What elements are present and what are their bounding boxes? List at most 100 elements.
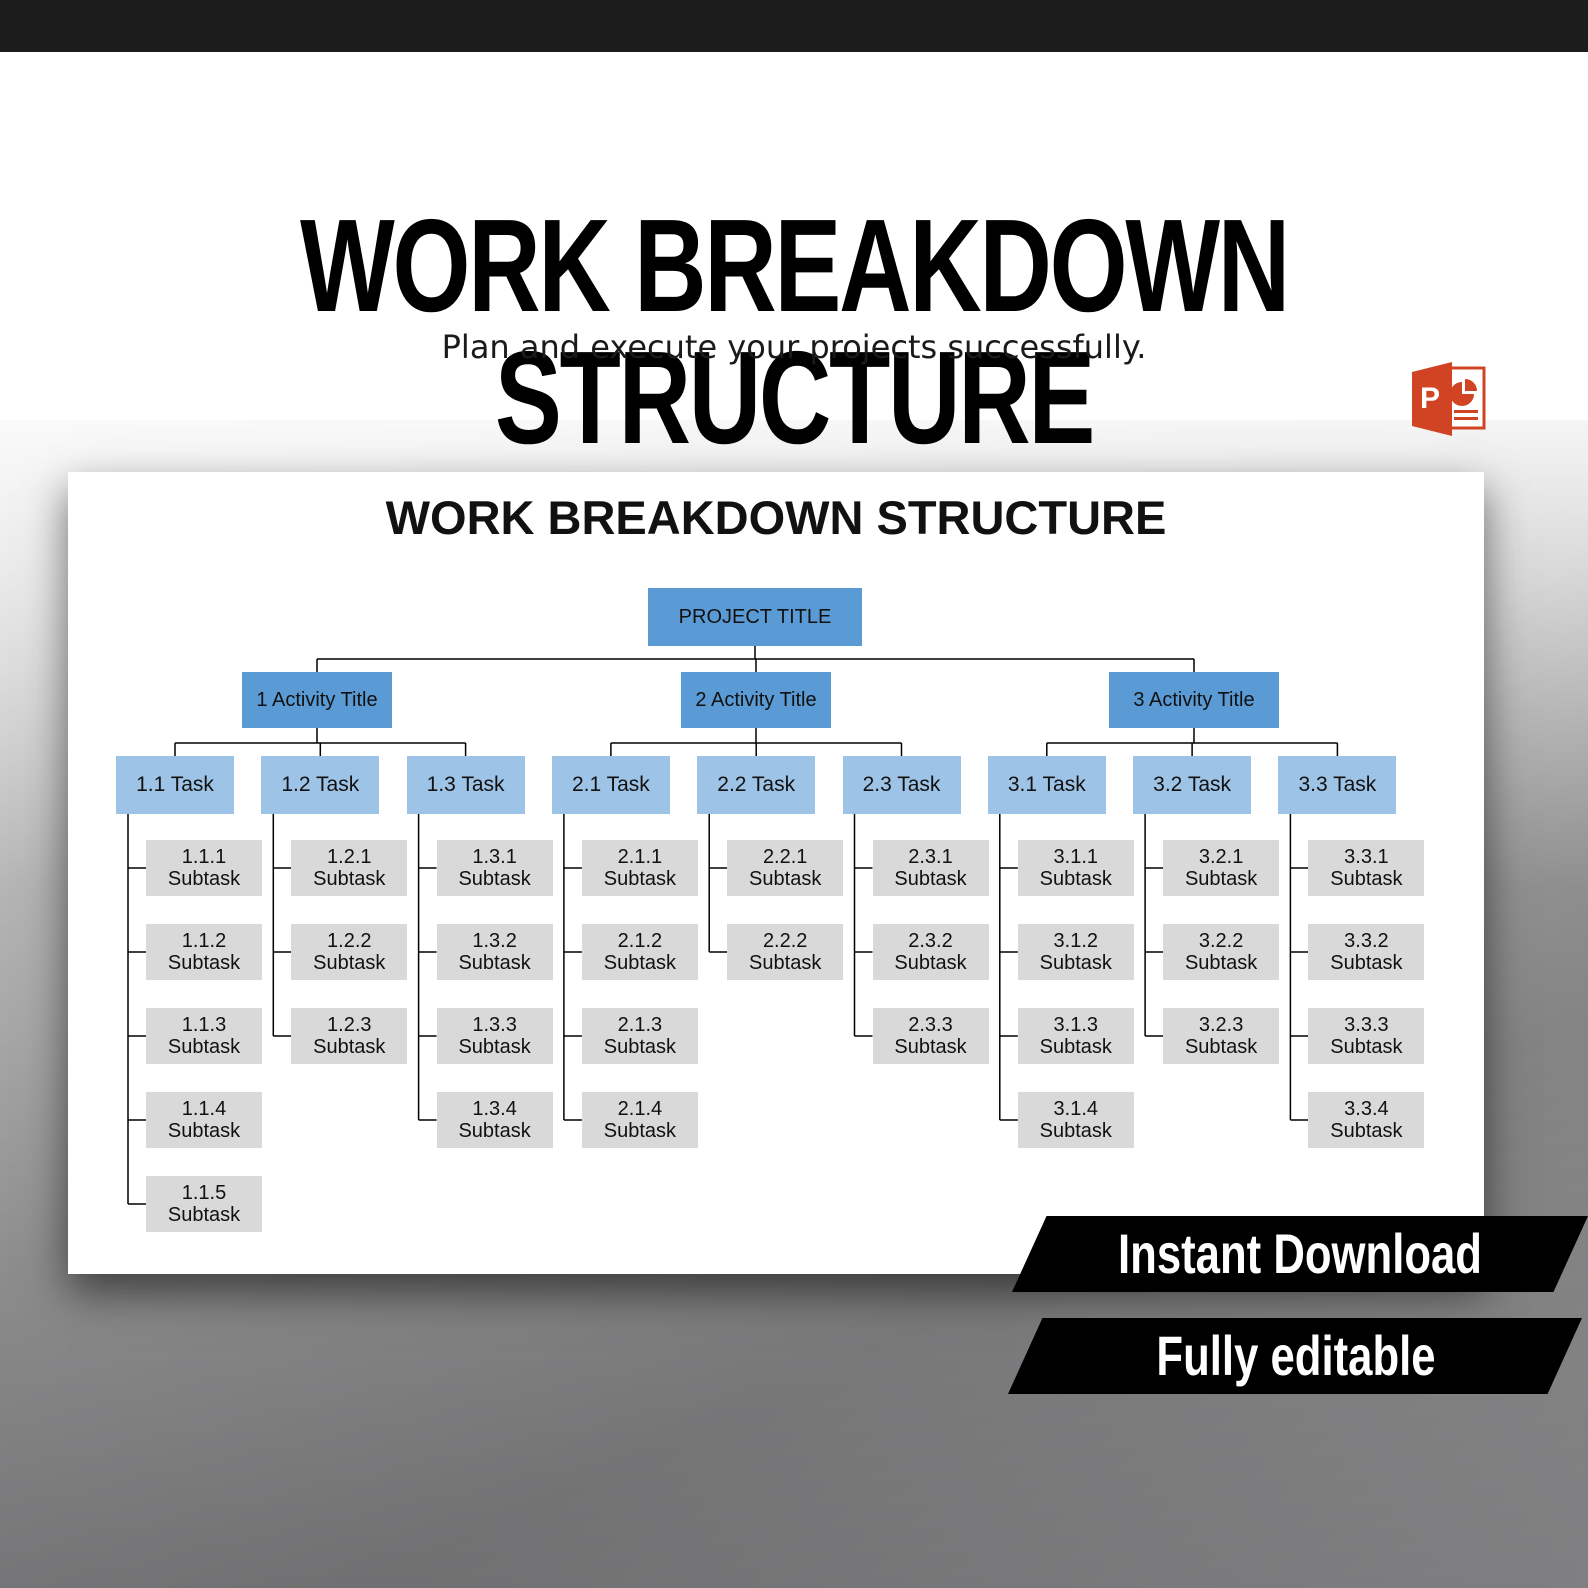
instant-download-label: Instant Download bbox=[1118, 1222, 1482, 1285]
subtask-number: 1.3.2 bbox=[472, 930, 517, 952]
subtask-label: Subtask bbox=[749, 952, 822, 974]
subtask-label: Subtask bbox=[1184, 868, 1258, 890]
subtask-number: 1.1.3 bbox=[181, 1014, 227, 1036]
subtask-number: 2.2.2 bbox=[762, 930, 808, 952]
subtask-label: Subtask bbox=[603, 952, 677, 974]
subtask-number: 3.2.1 bbox=[1198, 846, 1244, 868]
subtask-number: 3.1.1 bbox=[1053, 846, 1099, 868]
subtask-label: Subtask bbox=[313, 868, 386, 890]
task-box: 3.2 Task bbox=[1133, 756, 1252, 814]
subtask-number: 3.3.2 bbox=[1344, 930, 1389, 952]
subtask-number: 2.3.1 bbox=[908, 846, 953, 868]
subtask-label: Subtask bbox=[1039, 952, 1112, 974]
subtask-number: 3.3.3 bbox=[1344, 1014, 1389, 1036]
subtask-label: Subtask bbox=[1330, 868, 1403, 890]
subtask-number: 2.2.1 bbox=[762, 846, 808, 868]
subtask-number: 2.3.3 bbox=[908, 1014, 953, 1036]
subtask-label: Subtask bbox=[1330, 1036, 1403, 1058]
task-box: 1.3 Task bbox=[406, 756, 525, 814]
task-box: 1.1 Task bbox=[116, 756, 234, 814]
fully-editable-banner: Fully editable bbox=[1008, 1318, 1582, 1394]
subtask-label: Subtask bbox=[458, 1120, 531, 1142]
subtask-number: 3.1.4 bbox=[1053, 1098, 1099, 1120]
subtask-number: 1.3.4 bbox=[472, 1098, 517, 1120]
subtask-number: 3.2.2 bbox=[1198, 930, 1244, 952]
subtask-label: Subtask bbox=[603, 868, 677, 890]
subtask-number: 3.1.3 bbox=[1053, 1014, 1099, 1036]
subtask-number: 1.1.1 bbox=[181, 846, 227, 868]
task-box: 1.2 Task bbox=[261, 756, 380, 814]
main-title: WORK BREAKDOWN STRUCTURE bbox=[300, 192, 1290, 471]
task-box: 2.3 Task bbox=[842, 756, 961, 814]
svg-text:P: P bbox=[1420, 382, 1440, 415]
subtask-number: 1.3.3 bbox=[472, 1014, 517, 1036]
subtitle: Plan and execute your projects successfu… bbox=[441, 328, 1147, 366]
subtask-label: Subtask bbox=[1039, 868, 1112, 890]
subtask-label: Subtask bbox=[458, 1036, 531, 1058]
subtask-number: 1.2.1 bbox=[327, 846, 372, 868]
subtask-number: 1.1.5 bbox=[181, 1182, 227, 1204]
powerpoint-icon: P bbox=[1412, 362, 1486, 436]
subtask-label: Subtask bbox=[167, 868, 241, 890]
subtask-number: 2.1.3 bbox=[617, 1014, 663, 1036]
fully-editable-label: Fully editable bbox=[1156, 1324, 1436, 1387]
task-box: 3.1 Task bbox=[987, 756, 1106, 814]
subtask-number: 3.1.2 bbox=[1053, 930, 1099, 952]
task-box: 2.1 Task bbox=[551, 756, 670, 814]
subtask-number: 1.1.2 bbox=[181, 930, 227, 952]
subtask-label: Subtask bbox=[313, 952, 386, 974]
activity-box: 3 Activity Title bbox=[1109, 672, 1279, 728]
slide-title: WORK BREAKDOWN STRUCTURE bbox=[385, 491, 1167, 544]
subtask-label: Subtask bbox=[1330, 1120, 1403, 1142]
top-bar bbox=[0, 0, 1588, 52]
subtask-label: Subtask bbox=[167, 1204, 241, 1226]
task-box: 3.3 Task bbox=[1278, 756, 1397, 814]
subtask-label: Subtask bbox=[749, 868, 822, 890]
subtask-label: Subtask bbox=[894, 952, 967, 974]
subtask-number: 3.3.1 bbox=[1344, 846, 1389, 868]
subtask-number: 1.2.2 bbox=[327, 930, 372, 952]
activity-box: 2 Activity Title bbox=[681, 672, 831, 728]
subtask-number: 1.3.1 bbox=[472, 846, 517, 868]
subtask-number: 2.3.2 bbox=[908, 930, 953, 952]
subtask-label: Subtask bbox=[458, 952, 531, 974]
subtask-label: Subtask bbox=[603, 1036, 677, 1058]
subtask-label: Subtask bbox=[167, 1036, 241, 1058]
subtask-number: 2.1.4 bbox=[617, 1098, 663, 1120]
subtask-label: Subtask bbox=[458, 868, 531, 890]
subtask-number: 3.3.4 bbox=[1344, 1098, 1389, 1120]
subtask-label: Subtask bbox=[1330, 952, 1403, 974]
subtask-label: Subtask bbox=[1184, 1036, 1258, 1058]
project-title-box: PROJECT TITLE bbox=[648, 588, 862, 646]
subtask-label: Subtask bbox=[1184, 952, 1258, 974]
